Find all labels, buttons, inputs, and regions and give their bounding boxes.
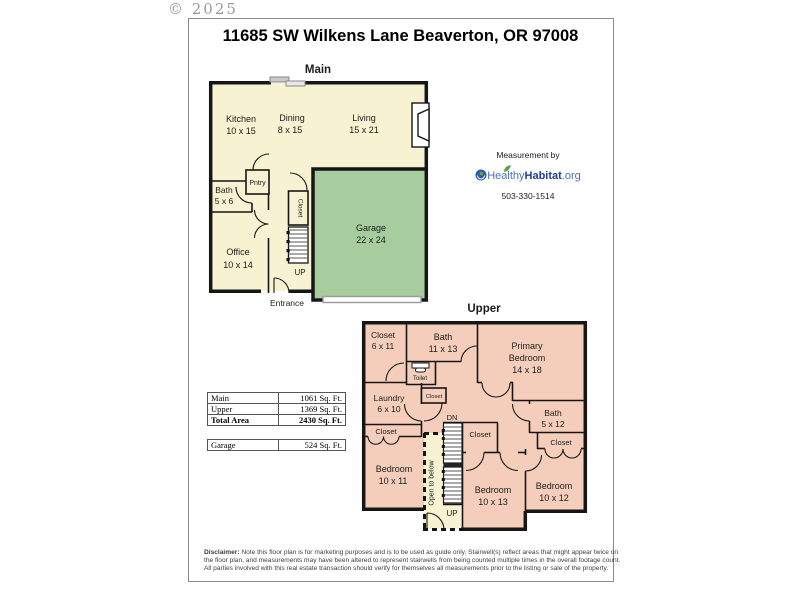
main-floor-label: Main [305,64,331,76]
table-row: Main 1061 Sq. Ft. [207,392,346,404]
office-dims: 10 x 14 [223,260,253,270]
globe-icon [475,169,487,181]
area-table: Main 1061 Sq. Ft. Upper 1369 Sq. Ft. Tot… [207,392,346,426]
pantry-label: Pntry [249,180,266,187]
upper-bath-dims: 11 x 13 [429,344,458,354]
upper-floor-area [364,324,585,529]
garage-dims: 22 x 24 [356,235,386,245]
measured-by-caption: Measurement by [496,150,560,160]
kitchen-dims: 10 x 15 [226,126,256,136]
closet-mid-label: Closet [469,430,491,439]
bath-dims: 5 x 6 [215,196,234,206]
garage-door [322,295,422,304]
toilet-fixture [411,362,430,373]
bedroom2-label: Bedroom [475,485,512,495]
table-row: Upper 1369 Sq. Ft. [207,403,346,415]
brand-healthy: Healthy [487,170,525,182]
main-door-arcs [235,153,308,294]
upper-closet-tl-dims: 6 x 11 [372,341,395,351]
measured-by-block: Measurement by HealthyHabitat.org 503-33… [440,150,616,201]
dining-label: Dining [279,113,305,123]
copyright-watermark: © 2025 [168,0,238,18]
primary-bedroom-label1: Primary [512,341,543,351]
dining-dims: 8 x 15 [278,125,303,135]
bedroom1-dims: 10 x 11 [379,476,408,486]
closet-small-label: Closet [426,394,443,400]
living-window [269,76,306,87]
brand-habitat: Habitat [524,170,562,182]
garage-label: Garage [356,223,386,233]
garage-area-table: Garage 524 Sq. Ft. [207,439,346,451]
garage-area [313,169,426,300]
living-dims: 15 x 21 [349,125,379,135]
office-label: Office [226,247,249,257]
upper-door-arcs [367,345,582,531]
bedroom3-dims: 10 x 12 [539,493,569,503]
toilet-label: Toilet [413,376,427,382]
bath-label: Bath [215,185,233,195]
main-up-label: UP [294,268,305,277]
primary-bedroom-label2: Bedroom [509,353,546,363]
garage-row-value: 524 Sq. Ft. [278,439,346,451]
bath-right-label: Bath [544,408,562,418]
property-address-title: 11685 SW Wilkens Lane Beaverton, OR 9700… [222,27,579,45]
closet-left-label: Closet [375,427,397,436]
disclaimer-line3: All parties involved with this real esta… [204,565,609,572]
bath-right-dims: 5 x 12 [541,419,564,429]
garage-row-label: Garage [207,439,279,451]
leaf-icon [503,164,512,176]
brand-logo: HealthyHabitat.org [440,165,616,184]
upper-floor-plan: Upper [361,303,588,532]
disclaimer-label: Disclaimer: [204,549,240,556]
upper-bath-label: Bath [434,332,453,342]
area-row-label: Total Area [207,414,279,426]
main-floor-plan: Main [208,64,430,308]
upper-outer-walls [361,320,588,532]
dashed-walls [423,432,462,531]
disclaimer-line2: the floor plan, and measurements may hav… [204,557,621,564]
bedroom1-label: Bedroom [376,464,413,474]
bedroom2-dims: 10 x 13 [478,497,508,507]
main-interior-walls [209,169,309,293]
area-row-label: Upper [207,403,279,415]
living-label: Living [352,113,376,123]
stair-landing-area [443,505,462,529]
area-row-value: 2430 Sq. Ft. [278,414,346,426]
upper-interior-walls [362,322,587,529]
primary-bedroom-dims: 14 x 18 [512,365,542,375]
area-row-label: Main [207,392,279,404]
brand-phone: 503-330-1514 [501,191,555,201]
laundry-dims: 6 x 10 [377,404,400,414]
upper-dn-label: DN [447,413,458,422]
disclaimer-line1: Note this floor plan is for marketing pu… [239,549,619,556]
main-closet-label: Closet [297,199,304,218]
main-stairs [286,226,309,264]
open-to-below-area [424,433,443,529]
table-row: Garage 524 Sq. Ft. [207,439,346,451]
closet-right-label: Closet [550,438,572,447]
upper-stairs [441,422,463,504]
table-row-total: Total Area 2430 Sq. Ft. [207,414,346,426]
open-to-below-label: Open to below [429,459,436,505]
entrance-label: Entrance [270,298,304,308]
bedroom3-label: Bedroom [536,481,573,491]
laundry-label: Laundry [374,393,405,403]
area-row-value: 1061 Sq. Ft. [278,392,346,404]
kitchen-label: Kitchen [226,114,256,124]
upper-up-label: UP [446,509,457,518]
disclaimer: Disclaimer: Note this floor plan is for … [204,549,621,573]
upper-floor-label: Upper [467,303,501,315]
fireplace [411,102,430,148]
upper-closet-tl-label: Closet [371,330,396,340]
area-row-value: 1369 Sq. Ft. [278,403,346,415]
brand-tld: .org [561,170,581,182]
